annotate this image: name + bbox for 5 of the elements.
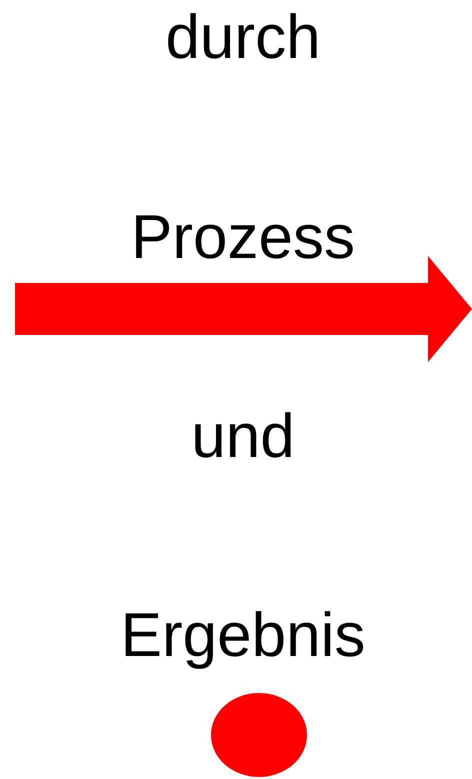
caption-text: und [191,401,295,473]
caption-text: durch [165,2,321,74]
circle-dot [211,693,307,777]
caption-text: Prozess [131,202,355,274]
caption-text: Ergebnis [120,600,366,672]
